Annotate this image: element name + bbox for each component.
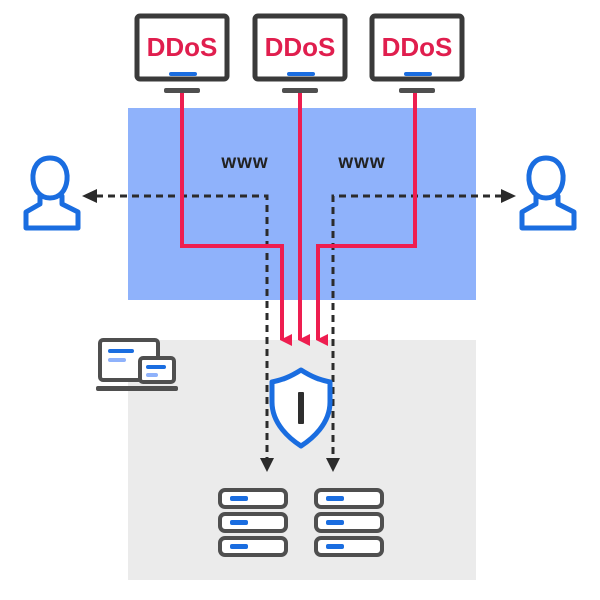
attack-paths [180, 88, 417, 346]
monitor-icon [134, 13, 230, 93]
legit-path-right [331, 194, 502, 462]
laptop-tablet-icon [96, 338, 178, 391]
legit-path-left [96, 194, 269, 462]
ddos-label: DDoS [147, 32, 218, 62]
attacker-monitor-right: DDoS [369, 13, 465, 93]
legit-arrowheads [82, 189, 516, 472]
attack-path-left [180, 88, 292, 346]
user-icon [23, 155, 81, 231]
server-unit [314, 512, 384, 533]
server-stack-icon [314, 488, 384, 557]
arrowhead-server-left [260, 458, 274, 472]
server-unit [218, 536, 288, 557]
monitor-icon [252, 13, 348, 93]
server-unit [218, 512, 288, 533]
ddos-label: DDoS [382, 32, 453, 62]
legit-traffic-paths [96, 194, 502, 462]
www-label-left: www [220, 152, 268, 173]
server-unit [218, 488, 288, 509]
ddos-label: DDoS [265, 32, 336, 62]
arrowhead-server-right [326, 458, 340, 472]
server-stack-icon [218, 488, 288, 557]
attack-path-right [316, 88, 417, 346]
user-icon [519, 155, 577, 231]
arrowhead-left-user [82, 189, 97, 203]
www-label-right: www [337, 152, 385, 173]
arrowhead-right-user [501, 189, 516, 203]
attacker-monitor-center: DDoS [252, 13, 348, 93]
server-unit [314, 536, 384, 557]
attacker-monitor-left: DDoS [134, 13, 230, 93]
shield-icon [269, 367, 333, 449]
monitor-icon [369, 13, 465, 93]
server-unit [314, 488, 384, 509]
